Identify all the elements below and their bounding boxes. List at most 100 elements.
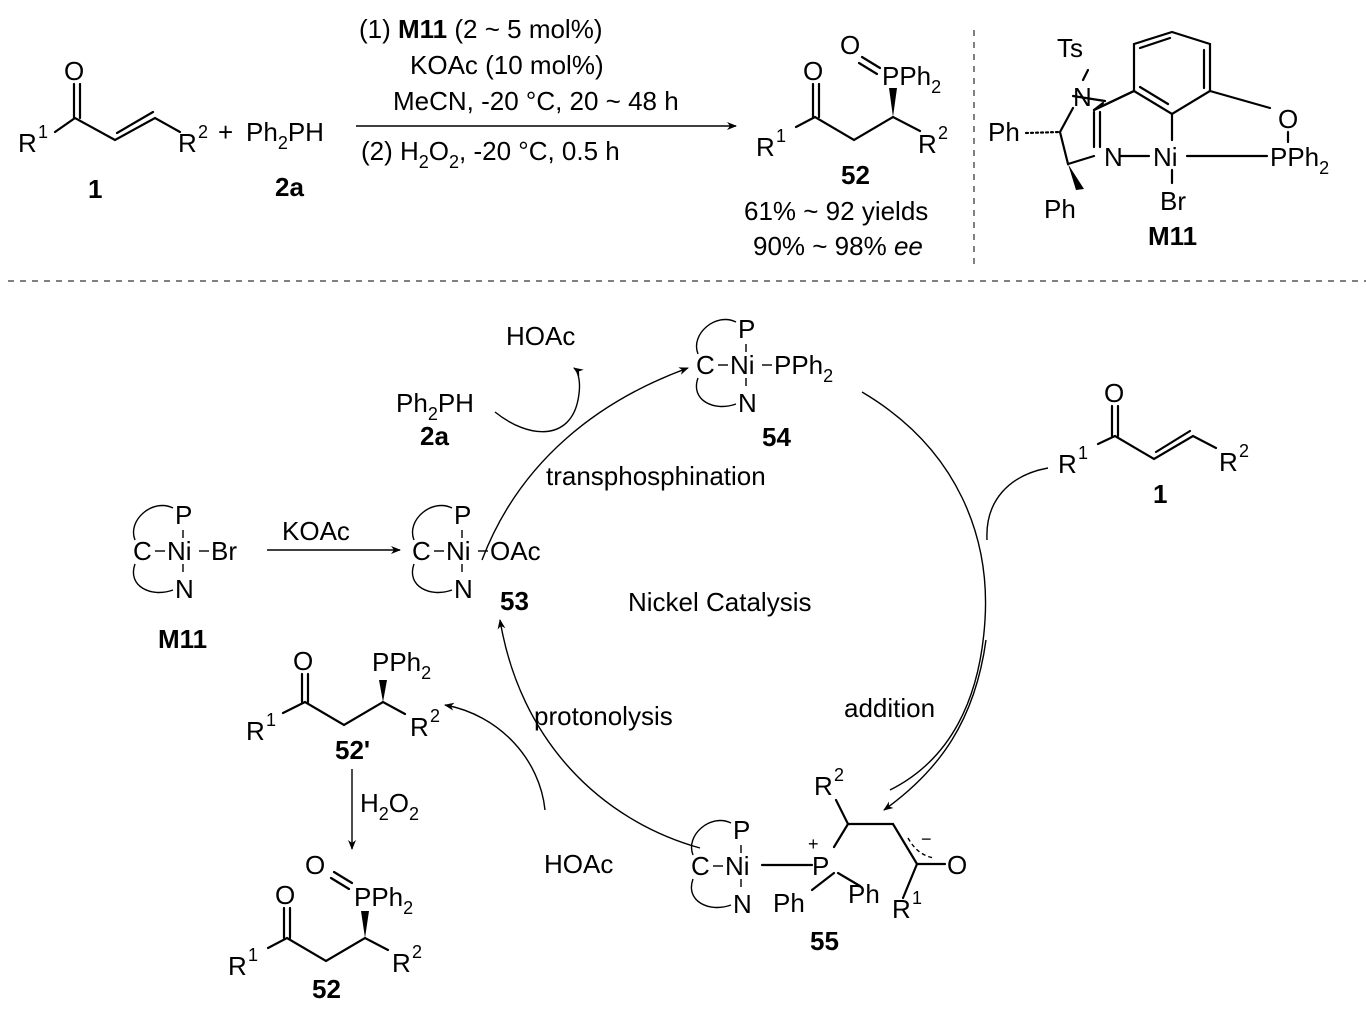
- reaction-conditions: (1) M11 (2 ~ 5 mol%) KOAc (10 mol%) MeCN…: [356, 14, 737, 172]
- atom-o: O: [293, 646, 313, 676]
- condition-line-4: (2) H2O2, -20 °C, 0.5 h: [361, 136, 620, 172]
- atom-o-keto: O: [803, 56, 823, 86]
- atom-n: N: [733, 889, 752, 919]
- species-label-53: 53: [500, 586, 529, 616]
- atom-r2: R: [392, 948, 411, 978]
- atom-o-phos: O: [840, 30, 860, 60]
- species-55-fragment: P + − Ph Ph R 2 O R 1: [760, 765, 967, 924]
- atom-pph2: PPh2: [882, 61, 941, 97]
- ligand-arc-cn: [690, 878, 732, 909]
- atom-r1-sup: 1: [776, 126, 786, 146]
- catalyst-label-m11: M11: [1148, 221, 1197, 251]
- reagent-koac: KOAc: [282, 516, 350, 546]
- cycle-arc-54-to-55: [861, 391, 987, 791]
- atom-r1-sup: 1: [1078, 443, 1088, 463]
- condition-line-3: MeCN, -20 °C, 20 ~ 48 h: [393, 86, 679, 116]
- condition-line-1: (1) M11 (2 ~ 5 mol%): [359, 14, 602, 44]
- compound-label-52: 52: [841, 160, 870, 190]
- atom-ni: Ni: [446, 536, 471, 566]
- species-label-52: 52: [312, 974, 341, 1004]
- species-52-bottom: O O PPh2 R 1 R 2 52: [228, 850, 422, 1004]
- atom-n: N: [175, 574, 194, 604]
- atom-r2: R: [918, 129, 937, 159]
- atom-r1-sup: 1: [912, 888, 922, 908]
- ligand-arc-cn: [132, 563, 174, 594]
- charge-plus: +: [808, 834, 819, 854]
- atom-o-phos: O: [305, 850, 325, 880]
- atom-r1: R: [892, 894, 911, 924]
- atom-p: P: [454, 500, 471, 530]
- atom-p-plus: P: [812, 851, 829, 881]
- atom-o: O: [1278, 104, 1298, 134]
- atom-r2: R: [178, 128, 197, 158]
- atom-o: O: [64, 56, 84, 86]
- species-label-52-prime: 52': [335, 735, 370, 765]
- atom-ph-wedge: Ph: [1044, 194, 1076, 224]
- atom-r2-sup: 2: [198, 122, 208, 142]
- arrow-addition: [883, 639, 987, 811]
- atom-ni: Ni: [167, 536, 192, 566]
- atom-c: C: [696, 350, 715, 380]
- atom-ph-left: Ph: [773, 888, 805, 918]
- atom-pph2: PPh2: [354, 882, 413, 918]
- species-label-1: 1: [1153, 479, 1167, 509]
- atom-r1: R: [756, 132, 775, 162]
- enone-1-cycle: O R 1 R 2 1: [1058, 378, 1249, 509]
- atom-ni: Ni: [730, 350, 755, 380]
- reagent-hoac-top: HOAc: [506, 321, 575, 351]
- condition-line-2: KOAc (10 mol%): [410, 50, 604, 80]
- atom-r2-sup: 2: [834, 765, 844, 785]
- cycle-center-label: Nickel Catalysis: [628, 587, 812, 617]
- atom-ligand: OAc: [490, 536, 541, 566]
- product-52-top: O O PPh2 R 1 R 2 52 61% ~ 92 yields 90% …: [744, 30, 948, 261]
- arrow-ph2ph-in-hoac-out: [494, 367, 584, 433]
- ligand-arc-cp: [132, 505, 174, 541]
- atom-r2: R: [814, 771, 833, 801]
- atom-r1: R: [18, 128, 37, 158]
- catalyst-m11-structure: Ts N N Ni O PPh2 Br Ph Ph M11: [988, 30, 1329, 251]
- step-transphosphination: transphosphination: [546, 461, 766, 491]
- atom-r1: R: [228, 951, 247, 981]
- reagent-h2o2: H2O2: [360, 788, 419, 824]
- atom-r2-sup: 2: [430, 706, 440, 726]
- cycle-arrow-53-to-54: [481, 367, 689, 561]
- reagent-label-2a: 2a: [420, 421, 449, 451]
- species-label-54: 54: [762, 422, 791, 452]
- atom-p: P: [175, 500, 192, 530]
- ligand-arc-cp: [411, 505, 453, 541]
- species-label-55: 55: [810, 926, 839, 956]
- species-52-prime: O PPh2 R 1 R 2 52': [246, 646, 440, 765]
- atom-r1-sup: 1: [248, 945, 258, 965]
- cycle-arrow-55-to-53: [497, 619, 701, 849]
- plus-sign: +: [218, 117, 233, 147]
- atom-n2: N: [1104, 142, 1123, 172]
- reactant-enone-1: O R 1 R 2 1: [18, 56, 208, 204]
- atom-r2-sup: 2: [1239, 441, 1249, 461]
- ligand-arc-cp: [690, 820, 732, 856]
- arrow-enone-in: [986, 467, 1049, 541]
- atom-n1: N: [1073, 82, 1092, 112]
- species-label-m11: M11: [158, 624, 207, 654]
- atom-r2: R: [1219, 447, 1238, 477]
- atom-ligand: PPh2: [774, 350, 833, 386]
- atom-pph2: PPh2: [372, 647, 431, 683]
- atom-ph-right: Ph: [848, 879, 880, 909]
- arrow-protonolysis-out: [444, 702, 546, 811]
- atom-c: C: [412, 536, 431, 566]
- atom-r1: R: [1058, 449, 1077, 479]
- atom-p: P: [738, 314, 755, 344]
- step-protonolysis: protonolysis: [534, 701, 673, 731]
- atom-o: O: [1104, 378, 1124, 408]
- compound-label-1: 1: [88, 174, 102, 204]
- charge-minus: −: [921, 829, 932, 849]
- atom-o: O: [947, 850, 967, 880]
- atom-ts: Ts: [1057, 33, 1083, 63]
- atom-pph2: PPh2: [1270, 142, 1329, 178]
- reagent-ph2ph: Ph2PH: [396, 388, 474, 424]
- atom-r1: R: [246, 716, 265, 746]
- ligand-arc-cn: [411, 563, 453, 594]
- reagent-hoac-bottom: HOAc: [544, 849, 613, 879]
